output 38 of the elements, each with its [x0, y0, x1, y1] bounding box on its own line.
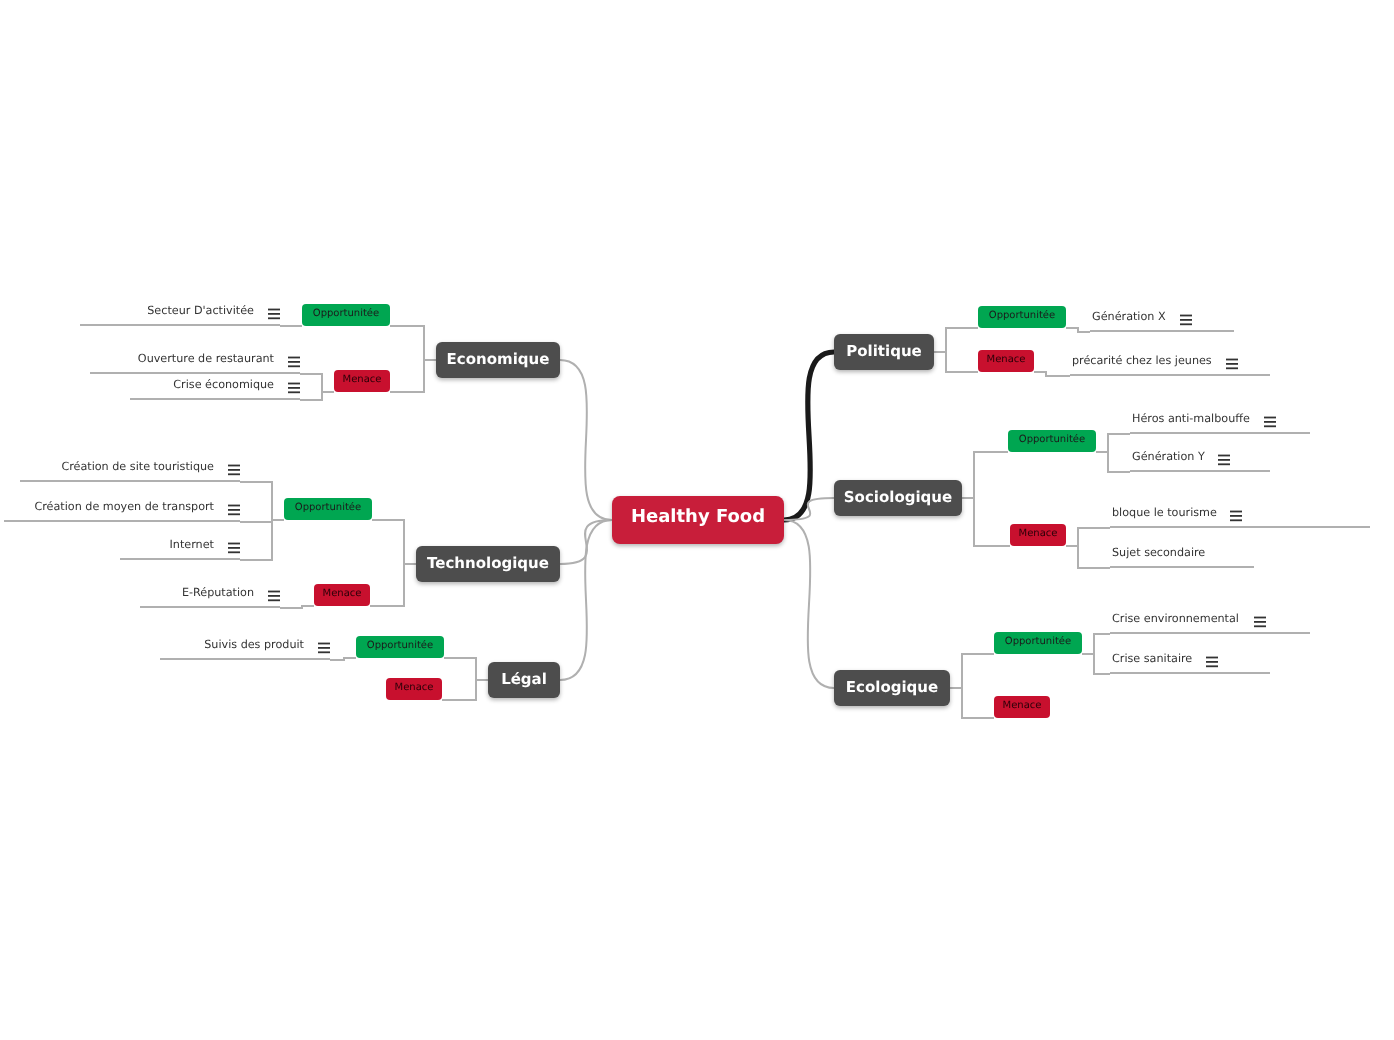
branch-line [279, 605, 315, 609]
subtopic-line [1090, 308, 1234, 332]
branch-line [369, 563, 417, 607]
subtopic-line [4, 498, 240, 522]
branch-line [961, 497, 1011, 547]
subtopic-line [20, 458, 240, 482]
subtopic-line [1110, 650, 1270, 674]
branch-line [441, 679, 489, 701]
subtopic-line [160, 636, 330, 660]
central-topic: Healthy Food [628, 510, 768, 530]
subtopic-line [80, 302, 280, 326]
branch-line [1065, 327, 1091, 333]
branch-line [1081, 653, 1111, 675]
branch-line [783, 497, 835, 521]
branch-line [1033, 371, 1071, 377]
branch-line [1065, 545, 1111, 569]
subtopic-line [1130, 410, 1310, 434]
branch-line [949, 687, 995, 719]
subtopic-line [1070, 352, 1270, 376]
subtopic-line [1110, 544, 1254, 568]
branch-line [279, 325, 303, 327]
subtopic-line [130, 376, 300, 400]
branch-line [559, 519, 613, 681]
subtopic-line [90, 350, 300, 374]
subtopic-line [1110, 610, 1310, 634]
subtopic-line [1130, 448, 1270, 472]
branch-line [559, 519, 613, 565]
branch-line [1095, 451, 1131, 473]
branch-line [559, 359, 613, 521]
branch-line [329, 657, 357, 661]
subtopic-line [120, 536, 240, 560]
subtopic-line [140, 584, 280, 608]
branch-line [783, 519, 835, 689]
branch-line [389, 359, 437, 393]
branch-line [239, 519, 285, 561]
branch-line [933, 351, 979, 373]
branch-line [299, 391, 335, 401]
subtopic-line [1110, 504, 1370, 528]
